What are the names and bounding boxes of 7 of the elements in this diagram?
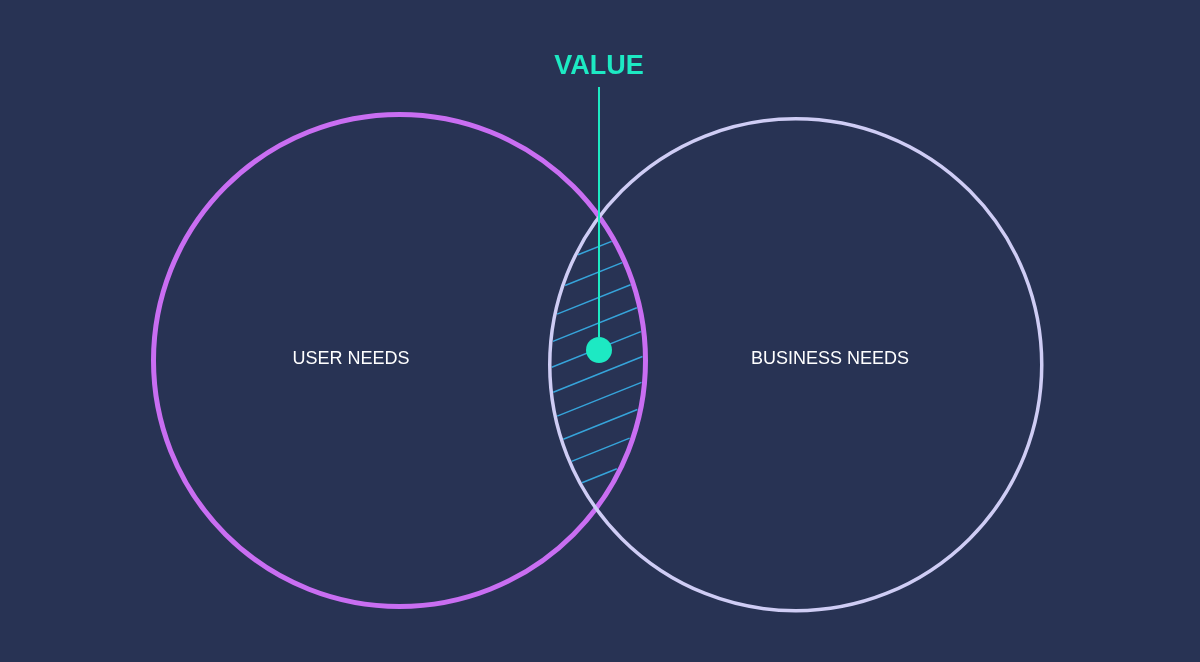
leader-line xyxy=(598,86,600,338)
marker-dot xyxy=(586,337,612,363)
circle-label: BUSINESS NEEDS xyxy=(751,347,909,369)
circle-label: USER NEEDS xyxy=(292,347,410,369)
venn-circle xyxy=(548,117,1044,613)
callout-label: VALUE xyxy=(554,50,644,82)
venn-circle xyxy=(150,111,648,609)
